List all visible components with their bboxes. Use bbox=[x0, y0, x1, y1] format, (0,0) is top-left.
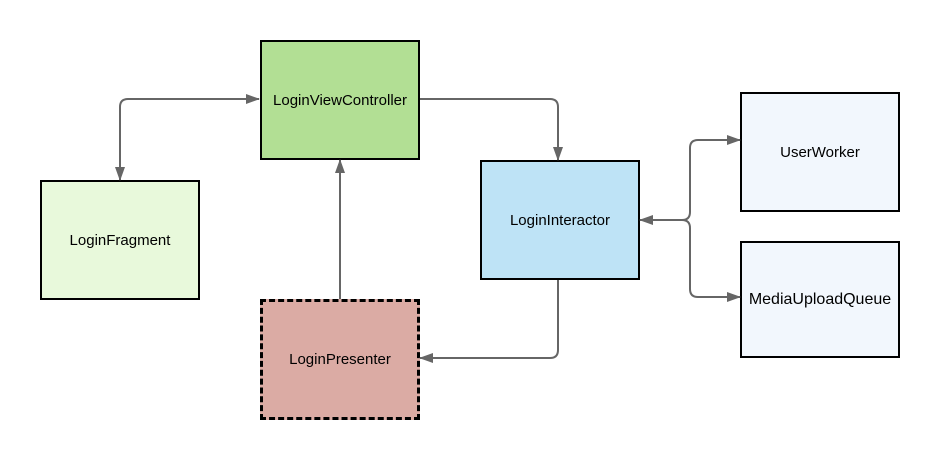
edge-viewcontroller-fragment bbox=[115, 94, 260, 181]
node-login-presenter: LoginPresenter bbox=[260, 299, 420, 420]
node-login-fragment: LoginFragment bbox=[40, 180, 200, 300]
node-label: MediaUploadQueue bbox=[748, 290, 892, 308]
node-login-view-controller: LoginViewController bbox=[260, 40, 420, 160]
edge-branch-userworker bbox=[681, 135, 741, 221]
node-label: LoginPresenter bbox=[289, 351, 391, 368]
node-label: LoginFragment bbox=[69, 231, 171, 249]
edge-branch-mediaqueue bbox=[681, 219, 741, 302]
edge-interactor-presenter bbox=[419, 280, 559, 363]
node-label: LoginInteractor bbox=[509, 211, 611, 229]
node-user-worker: UserWorker bbox=[740, 92, 900, 212]
node-label: LoginViewController bbox=[273, 91, 407, 109]
edge-viewcontroller-interactor bbox=[420, 98, 563, 161]
node-label: UserWorker bbox=[780, 143, 860, 161]
node-login-interactor: LoginInteractor bbox=[480, 160, 640, 280]
node-media-upload-queue: MediaUploadQueue bbox=[740, 241, 900, 358]
